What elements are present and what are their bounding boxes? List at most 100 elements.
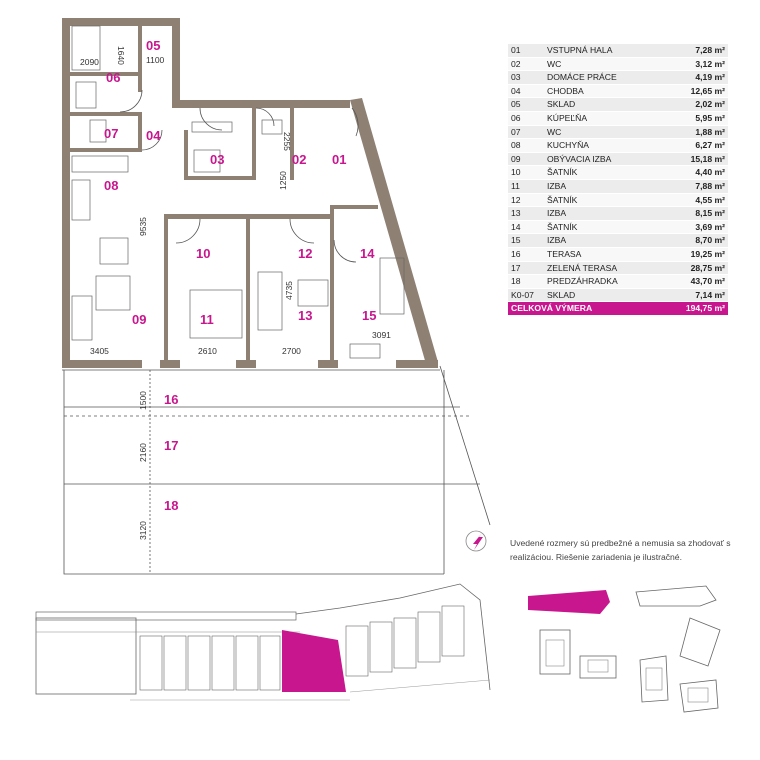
room-label-07: 07 bbox=[104, 126, 118, 141]
room-area: 5,95 m² bbox=[659, 111, 728, 126]
room-id: 09 bbox=[508, 152, 544, 167]
dim-1640: 1640 bbox=[116, 46, 126, 65]
room-label-18: 18 bbox=[164, 498, 178, 513]
room-id: 17 bbox=[508, 261, 544, 276]
room-id: 06 bbox=[508, 111, 544, 126]
dim-3120: 3120 bbox=[138, 521, 148, 540]
room-area: 4,19 m² bbox=[659, 70, 728, 85]
room-name: ŠATNÍK bbox=[544, 165, 660, 180]
room-name: ŠATNÍK bbox=[544, 220, 660, 235]
room-id: 12 bbox=[508, 193, 544, 208]
room-area: 12,65 m² bbox=[659, 84, 728, 99]
room-label-06: 06 bbox=[106, 70, 120, 85]
room-area: 28,75 m² bbox=[659, 261, 728, 276]
room-id: K0-07 bbox=[508, 288, 544, 303]
room-id: 02 bbox=[508, 57, 544, 72]
highlighted-unit bbox=[282, 630, 346, 692]
room-area: 15,18 m² bbox=[659, 152, 728, 167]
dim-2090: 2090 bbox=[80, 57, 99, 67]
room-label-14: 14 bbox=[360, 246, 375, 261]
room-area: 7,28 m² bbox=[659, 44, 728, 58]
room-id: 01 bbox=[508, 44, 544, 58]
room-name: TERASA bbox=[544, 247, 660, 262]
room-name: WC bbox=[544, 125, 660, 140]
furniture bbox=[71, 25, 405, 359]
room-name: VSTUPNÁ HALA bbox=[544, 44, 660, 58]
room-name: KUCHYŇA bbox=[544, 138, 660, 153]
dim-2255: 2255 bbox=[282, 132, 292, 151]
room-area: 2,02 m² bbox=[659, 97, 728, 112]
total-area: 194,75 m² bbox=[659, 301, 728, 316]
room-label-15: 15 bbox=[362, 308, 376, 323]
site-key-plan bbox=[528, 585, 721, 713]
disclaimer-text: Uvedené rozmery sú predbežné a nemusia s… bbox=[510, 538, 731, 562]
room-area: 4,40 m² bbox=[659, 165, 728, 180]
room-id: 10 bbox=[508, 165, 544, 180]
room-area: 7,88 m² bbox=[659, 179, 728, 194]
room-label-04: 04 bbox=[146, 128, 161, 143]
room-label-03: 03 bbox=[210, 152, 224, 167]
dim-1100: 1100 bbox=[146, 55, 165, 65]
room-name: KÚPEĽŇA bbox=[544, 111, 660, 126]
building-overview-plan bbox=[35, 583, 491, 701]
room-label-17: 17 bbox=[164, 438, 178, 453]
room-area: 8,15 m² bbox=[659, 206, 728, 221]
room-id: 13 bbox=[508, 206, 544, 221]
room-label-13: 13 bbox=[298, 308, 312, 323]
room-name: SKLAD bbox=[544, 288, 660, 303]
dim-9535: 9535 bbox=[138, 217, 148, 236]
dim-3091: 3091 bbox=[372, 330, 391, 340]
total-label: CELKOVÁ VÝMERA bbox=[508, 301, 660, 316]
dimension-labels: 2090 1640 1100 2255 1250 9535 4735 3091 … bbox=[80, 46, 391, 540]
room-area: 3,69 m² bbox=[659, 220, 728, 235]
dim-1250: 1250 bbox=[278, 171, 288, 190]
room-id: 18 bbox=[508, 274, 544, 289]
room-name: OBÝVACIA IZBA bbox=[544, 152, 660, 167]
room-name: IZBA bbox=[544, 179, 660, 194]
room-name: WC bbox=[544, 57, 660, 72]
room-id: 05 bbox=[508, 97, 544, 112]
room-id: 14 bbox=[508, 220, 544, 235]
room-area: 7,14 m² bbox=[659, 288, 728, 303]
room-labels: 01 02 03 04 05 06 07 08 09 10 11 12 13 1… bbox=[104, 38, 376, 513]
room-id: 15 bbox=[508, 233, 544, 248]
dim-1500: 1500 bbox=[138, 391, 148, 410]
room-label-11: 11 bbox=[200, 312, 214, 327]
room-area: 19,25 m² bbox=[659, 247, 728, 262]
room-id: 07 bbox=[508, 125, 544, 140]
room-label-05: 05 bbox=[146, 38, 160, 53]
room-name: ZELENÁ TERASA bbox=[544, 261, 660, 276]
north-arrow-icon bbox=[465, 530, 487, 552]
room-area: 3,12 m² bbox=[659, 57, 728, 72]
room-area: 6,27 m² bbox=[659, 138, 728, 153]
room-id: 11 bbox=[508, 179, 544, 194]
room-name: ŠATNÍK bbox=[544, 193, 660, 208]
room-name: IZBA bbox=[544, 206, 660, 221]
door-swings bbox=[62, 89, 440, 371]
room-id: 08 bbox=[508, 138, 544, 153]
room-name: DOMÁCE PRÁCE bbox=[544, 70, 660, 85]
room-label-01: 01 bbox=[332, 152, 346, 167]
room-area: 4,55 m² bbox=[659, 193, 728, 208]
room-name: SKLAD bbox=[544, 97, 660, 112]
room-id: 16 bbox=[508, 247, 544, 262]
